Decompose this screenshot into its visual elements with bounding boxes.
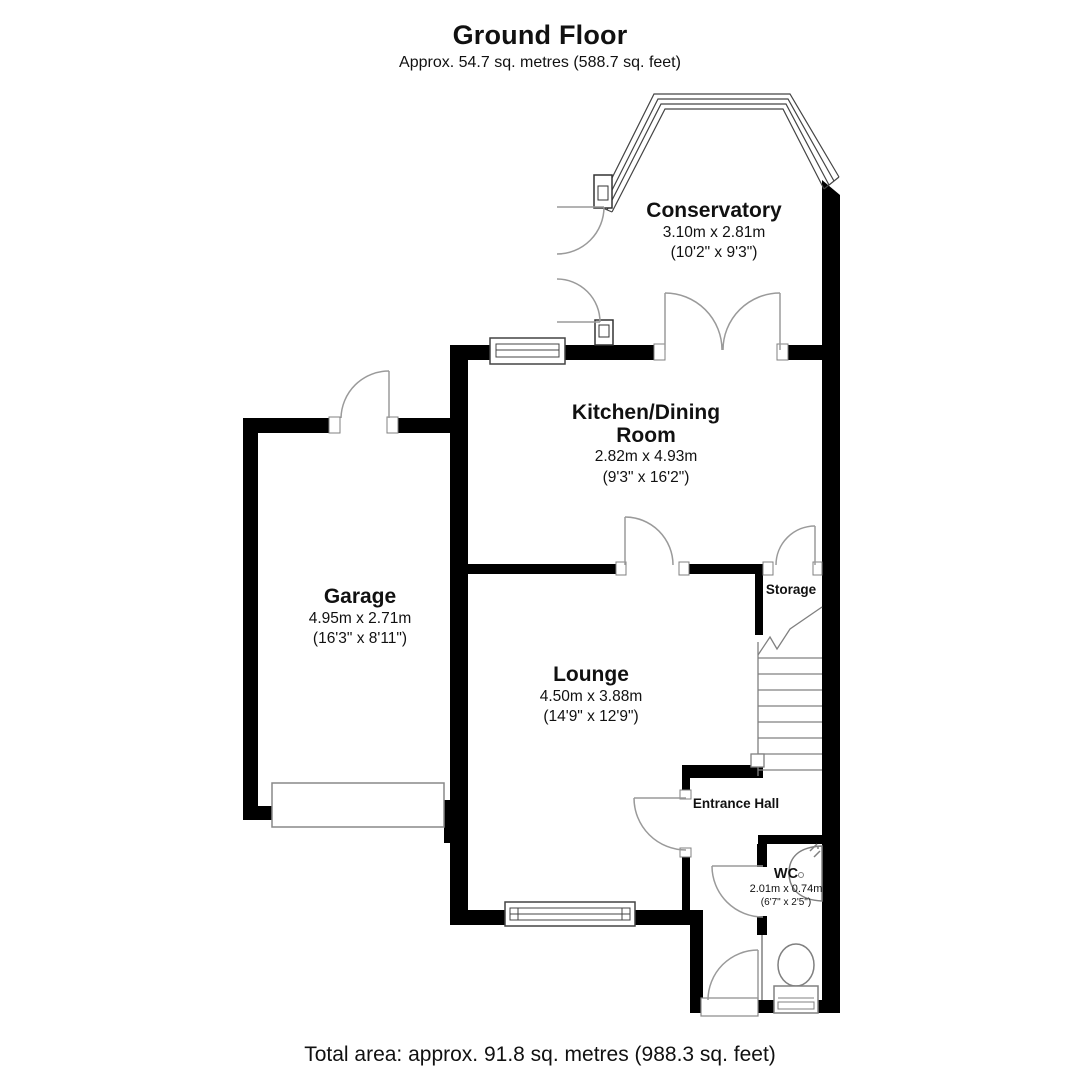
room-name: WC (773, 866, 799, 882)
wall-kitchen-lounge-a (468, 564, 617, 574)
wall-garage-left (243, 418, 258, 820)
garage-entry-door (340, 370, 390, 419)
room-label-garage: Garage 4.95m x 2.71m (16'3" x 8'11") (250, 585, 470, 650)
wall-west (450, 345, 468, 925)
lounge-hall-door (633, 797, 687, 851)
room-size-metric: 2.82m x 4.93m (594, 448, 698, 466)
garage-door (271, 782, 445, 828)
room-name: Kitchen/Dining Room (571, 401, 721, 447)
wall-garage-top-b (396, 418, 450, 433)
wall-lounge-east (682, 857, 690, 912)
room-name: Storage (765, 582, 817, 597)
wall-kitchen-top-b (565, 345, 655, 360)
wall-lounge-bottom-b (635, 910, 690, 925)
conservatory-bay-window (597, 93, 840, 213)
room-size-metric: 4.50m x 3.88m (539, 687, 643, 705)
walls (243, 180, 840, 1013)
kitchen-window (489, 337, 566, 365)
wall-wc-stub-lower (757, 916, 767, 935)
wall-wc-stub-upper (757, 844, 767, 867)
wall-garage-right-corner (444, 800, 468, 843)
wall-right-outer (822, 180, 840, 1013)
wall-hall-west (690, 910, 703, 1013)
room-name: Entrance Hall (692, 796, 780, 811)
room-name: Garage (323, 585, 397, 608)
room-label-lounge: Lounge 4.50m x 3.88m (14'9" x 12'9") (481, 663, 701, 728)
room-label-entrance-hall: Entrance Hall (691, 796, 781, 813)
kitchen-conservatory-double-door (664, 292, 781, 351)
wc-door (711, 865, 764, 1000)
room-size-imperial: (16'3" x 8'11") (312, 630, 408, 648)
stairs (750, 606, 823, 776)
room-size-imperial: (9'3" x 16'2") (602, 468, 690, 486)
room-size-metric: 3.10m x 2.81m (662, 223, 766, 241)
toilet-icon (773, 943, 819, 1014)
wall-wc-divider (758, 835, 822, 844)
room-size-imperial: (14'9" x 12'9") (543, 708, 639, 726)
kitchen-lounge-door (624, 516, 674, 566)
wall-hall-top-stub (682, 778, 690, 791)
room-name: Lounge (553, 663, 629, 686)
page-title: Ground Floor (452, 20, 628, 50)
wall-storage-left (755, 573, 763, 635)
conservatory-side-double-door (556, 206, 605, 323)
conservatory-glazing-post-top (593, 174, 613, 209)
door-jambs (328, 343, 823, 858)
storage-door (775, 525, 816, 566)
wall-kitchen-lounge-b (689, 564, 763, 574)
room-label-conservatory: Conservatory 3.10m x 2.81m (10'2" x 9'3"… (599, 199, 829, 264)
room-size-metric: 2.01m x 0.74m (749, 883, 823, 896)
lounge-window (504, 901, 636, 927)
room-size-metric: 4.95m x 2.71m (308, 609, 412, 627)
wall-hall-top (682, 765, 763, 778)
wall-lounge-bottom-a (450, 910, 505, 925)
conservatory-glazing-post-bottom (594, 319, 614, 346)
room-name: Conservatory (646, 199, 782, 222)
wall-garage-top-a (243, 418, 330, 433)
front-door (700, 949, 759, 1017)
room-size-imperial: (10'2" x 9'3") (670, 244, 758, 262)
page-subtitle: Approx. 54.7 sq. metres (588.7 sq. feet) (399, 54, 681, 71)
sink-icon (788, 843, 823, 902)
room-label-storage: Storage (746, 582, 836, 599)
room-label-wc: WC 2.01m x 0.74m (6'7" x 2'5") (726, 866, 846, 910)
total-area: Total area: approx. 91.8 sq. metres (988… (304, 1043, 776, 1066)
room-label-kitchen: Kitchen/Dining Room 2.82m x 4.93m (9'3" … (554, 401, 739, 488)
wall-garage-bottom (243, 806, 273, 820)
wall-kitchen-top-c (788, 345, 822, 360)
room-size-imperial: (6'7" x 2'5") (760, 897, 812, 909)
